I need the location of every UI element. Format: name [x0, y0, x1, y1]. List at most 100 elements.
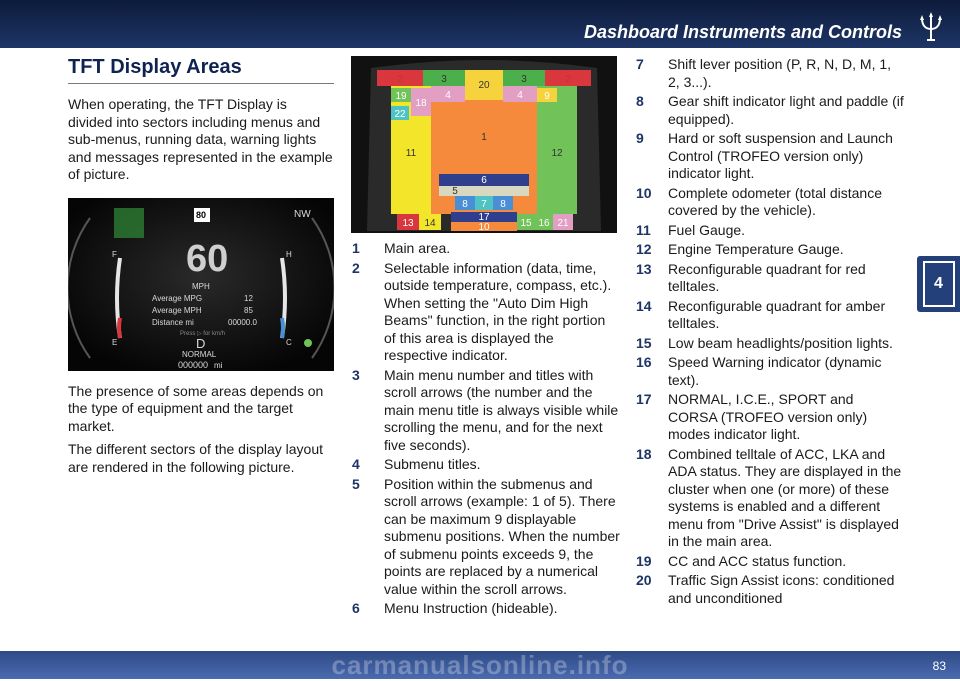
- legend-item: 6 Menu Instruction (hideable).: [352, 600, 620, 618]
- zone-4-left: [431, 86, 465, 102]
- legend-item: 4 Submenu titles.: [352, 456, 620, 474]
- legend-text: Position within the submenus and scroll …: [384, 475, 620, 597]
- legend-text: Reconfigurable quadrant for amber tellta…: [668, 297, 886, 332]
- legend-text: Combined telltale of ACC, LKA and ADA st…: [668, 445, 902, 550]
- intro-paragraph-3: The different sectors of the display lay…: [68, 441, 323, 475]
- legend-number: 5: [352, 475, 360, 492]
- zone-label: 8: [462, 199, 468, 210]
- zone-label: 15: [520, 218, 532, 229]
- drive-mode: NORMAL: [182, 349, 217, 359]
- zone-label: 2: [565, 74, 571, 85]
- zone-7: [475, 196, 493, 210]
- zone-label: 13: [402, 218, 414, 229]
- zone-label: 4: [517, 90, 523, 101]
- zone-label: 7: [481, 199, 487, 210]
- watermark: carmanualsonline.info: [331, 650, 629, 680]
- trip-row-value: 00000.0: [228, 317, 257, 327]
- zone-label: 21: [557, 218, 569, 229]
- legend-number: 16: [636, 354, 652, 370]
- zone-label: 11: [406, 148, 417, 159]
- legend-text: Menu Instruction (hideable).: [384, 600, 558, 616]
- header-bar: Dashboard Instruments and Controls: [0, 0, 960, 48]
- zone-12: [537, 86, 577, 214]
- zone-label: 20: [478, 80, 490, 91]
- intro-column: TFT Display Areas When operating, the TF…: [68, 56, 334, 476]
- gear-readout: D: [196, 335, 206, 351]
- page-title: TFT Display Areas: [68, 56, 334, 84]
- legend-item: 10 Complete odometer (total distance cove…: [636, 185, 906, 220]
- zone-15: [517, 214, 535, 230]
- zone-10: [451, 222, 517, 231]
- zone-label: 18: [415, 98, 427, 109]
- legend-number: 9: [636, 130, 644, 146]
- legend-number: 8: [636, 93, 644, 109]
- speed-readout: 60: [186, 237, 229, 280]
- zone-8-right: [493, 196, 513, 210]
- legend-text: Traffic Sign Assist icons: conditioned a…: [668, 572, 895, 606]
- legend-text: Selectable information (data, time, outs…: [384, 259, 612, 364]
- zone-8-left: [455, 196, 475, 210]
- trip-row-label: Average MPH: [152, 305, 202, 315]
- legend-item: 5 Position within the submenus and scroll…: [352, 476, 620, 599]
- chapter-tab[interactable]: 4: [917, 256, 960, 312]
- legend-number: 6: [352, 600, 360, 616]
- legend-text: NORMAL, I.C.E., SPORT and CORSA (TROFEO …: [668, 391, 868, 442]
- legend-number: 3: [352, 366, 360, 383]
- legend-text: Submenu titles.: [384, 456, 481, 472]
- legend-text: Hard or soft suspension and Launch Contr…: [668, 130, 893, 181]
- zone-5: [439, 186, 529, 196]
- zone-label: 19: [395, 91, 407, 102]
- intro-paragraph-2: The presence of some areas depends on th…: [68, 382, 324, 434]
- temp-hot-mark: H: [286, 249, 292, 259]
- legend-text: Complete odometer (total distance covere…: [668, 184, 882, 219]
- legend-number: 12: [636, 241, 652, 257]
- cluster-photo: 80 NW 60 MPH Average MPG 12 Average MPH …: [68, 197, 334, 371]
- speed-limit-sign: 80: [196, 209, 207, 220]
- legend-item: 8 Gear shift indicator light and paddle (…: [636, 93, 906, 128]
- legend-text: Reconfigurable quadrant for red telltale…: [668, 260, 866, 295]
- chapter-number: 4: [934, 275, 943, 292]
- footer-bar: 83: [0, 651, 960, 679]
- zone-3-right: [503, 70, 545, 86]
- legend-number: 15: [636, 334, 652, 351]
- legend-number: 10: [636, 184, 652, 201]
- zone-9: [537, 88, 557, 102]
- legend-text: Main area.: [384, 240, 451, 256]
- zone-2-left: [377, 70, 423, 86]
- zone-label: 8: [500, 199, 506, 210]
- trip-row-value: 85: [244, 305, 253, 315]
- zone-22: [391, 106, 409, 120]
- legend-text: Gear shift indicator light and paddle (i…: [668, 93, 904, 127]
- legend-number: 7: [636, 56, 644, 72]
- section-title: Dashboard Instruments and Controls: [583, 22, 902, 42]
- legend-number: 19: [636, 552, 652, 569]
- zone-label: 1: [481, 132, 487, 143]
- zone-label: 17: [478, 212, 490, 223]
- tft-layout-diagram: 2 3 20 3 2 4 4 19 18 22 9 1 11 12 6 5 8 …: [351, 56, 617, 233]
- zone-label: 10: [478, 222, 490, 233]
- trip-row-label: Distance mi: [152, 317, 194, 327]
- zone-19: [391, 88, 411, 102]
- zone-4-right: [503, 86, 537, 102]
- legend-number: 4: [352, 456, 360, 472]
- odometer-unit: mi: [214, 360, 223, 370]
- legend-number: 17: [636, 391, 652, 407]
- odometer-value: 000000: [178, 359, 209, 370]
- zone-3-left: [423, 70, 465, 86]
- zone-label: 3: [521, 74, 527, 85]
- zone-label: 6: [481, 175, 487, 186]
- zone-label: 5: [452, 186, 458, 197]
- zone-13: [397, 214, 419, 230]
- legend-number: 11: [636, 221, 651, 238]
